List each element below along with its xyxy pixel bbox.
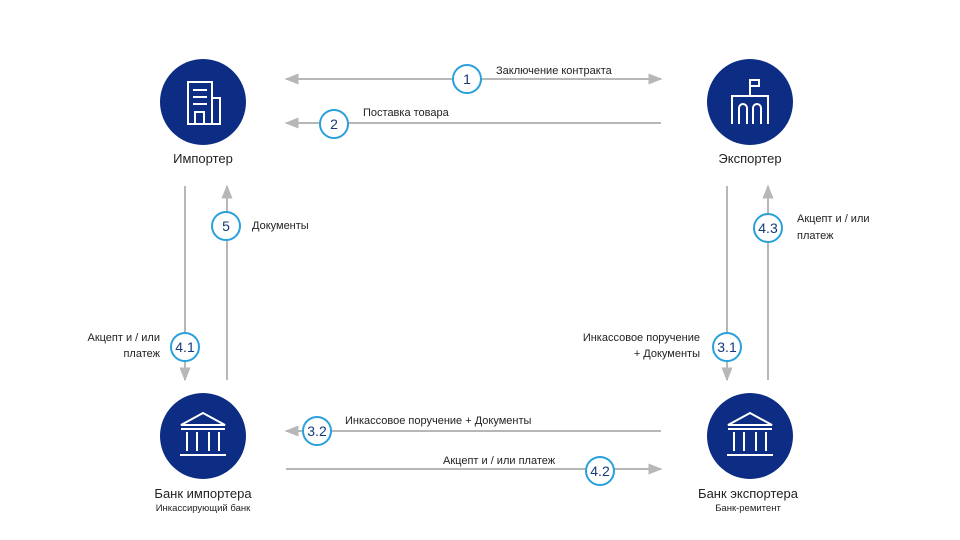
exporter-bank-node bbox=[707, 393, 793, 479]
importer-bank-node bbox=[160, 393, 246, 479]
importer-bank-label: Банк импортера bbox=[154, 486, 252, 501]
step-4-1-badge: 4.1 bbox=[170, 332, 200, 362]
step-2-badge: 2 bbox=[319, 109, 349, 139]
step-2-label: Поставка товара bbox=[363, 107, 449, 119]
step-5-label: Документы bbox=[252, 220, 309, 232]
step-1-badge: 1 bbox=[452, 64, 482, 94]
exporter-bank-label: Банк экспортера bbox=[698, 486, 798, 501]
step-4-1-label-line2: платеж bbox=[123, 348, 160, 360]
step-4-2-badge: 4.2 bbox=[585, 456, 615, 486]
step-4-3-label-line2: платеж bbox=[797, 230, 834, 242]
importer-node bbox=[160, 59, 246, 145]
step-4-3-label-line1: Акцепт и / или bbox=[797, 213, 870, 225]
importer-bank-sublabel: Инкассирующий банк bbox=[155, 503, 251, 514]
factory-icon bbox=[731, 79, 769, 124]
exporter-node bbox=[707, 59, 793, 145]
step-3-2-label: Инкассовое поручение + Документы bbox=[345, 415, 532, 427]
step-3-2-badge: 3.2 bbox=[302, 416, 332, 446]
bank-icon bbox=[180, 411, 226, 456]
step-4-2-label: Акцепт и / или платеж bbox=[443, 455, 556, 467]
bank-icon bbox=[727, 411, 773, 456]
step-3-1-badge: 3.1 bbox=[712, 332, 742, 362]
step-4-3-badge: 4.3 bbox=[753, 213, 783, 243]
step-3-1-label-line2: + Документы bbox=[633, 348, 700, 360]
step-5-badge: 5 bbox=[211, 211, 241, 241]
step-3-1-label-line1: Инкассовое поручение bbox=[582, 332, 700, 344]
exporter-label: Экспортер bbox=[718, 151, 782, 166]
office-building-icon bbox=[187, 81, 221, 125]
exporter-bank-sublabel: Банк-ремитент bbox=[715, 503, 781, 514]
step-1-label: Заключение контракта bbox=[496, 65, 612, 77]
step-4-1-label-line1: Акцепт и / или bbox=[87, 332, 160, 344]
importer-label: Импортер bbox=[173, 151, 233, 166]
